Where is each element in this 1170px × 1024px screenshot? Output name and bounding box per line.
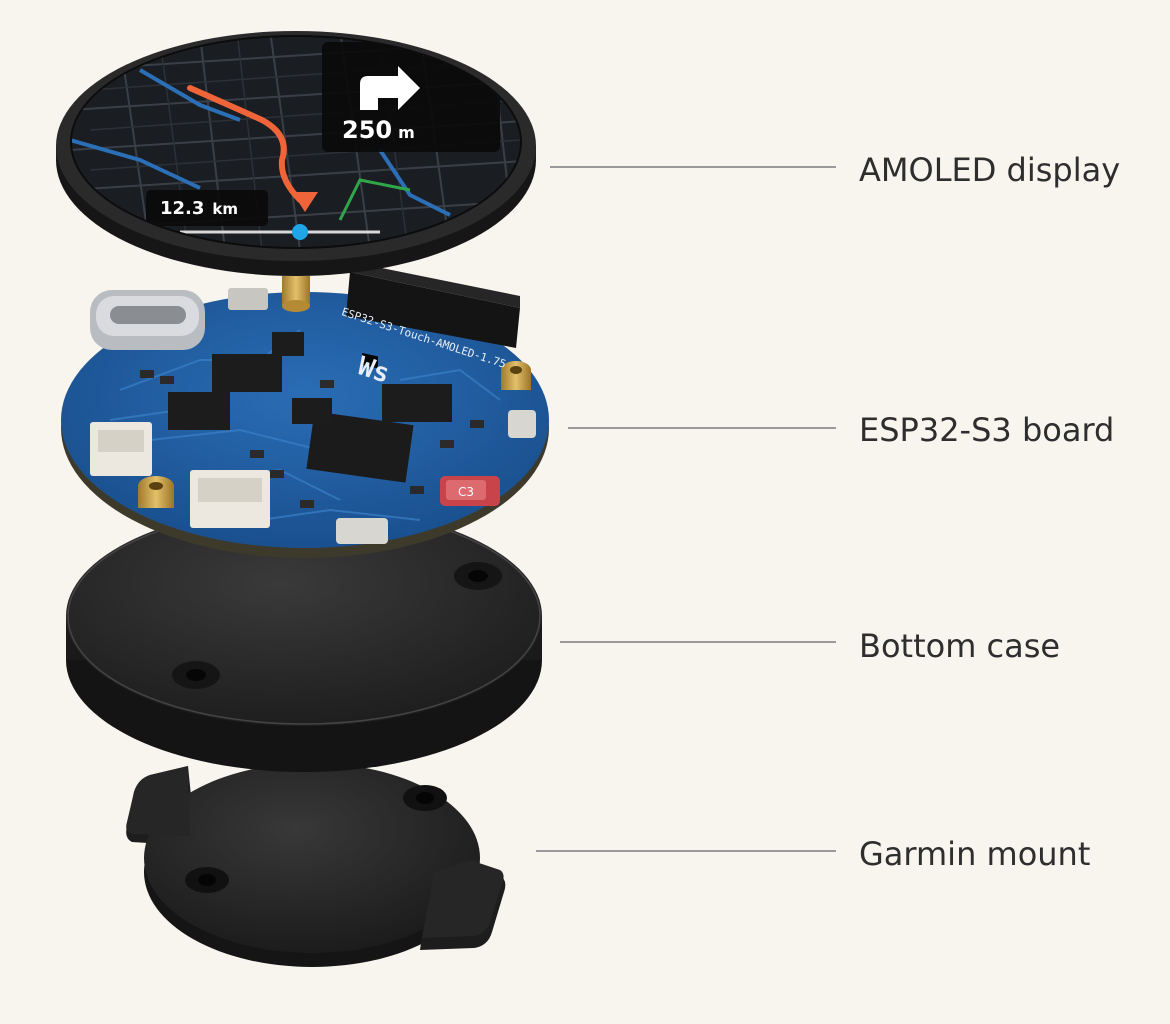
usb-c-connector xyxy=(90,290,205,350)
standoff xyxy=(138,476,174,508)
label-amoled-display: AMOLED display xyxy=(859,151,1120,189)
route-line xyxy=(187,85,303,203)
jst-connector xyxy=(190,470,270,528)
label-garmin-mount: Garmin mount xyxy=(859,835,1090,873)
battery-cell: C3 xyxy=(440,476,500,506)
power-button xyxy=(336,518,388,544)
chip xyxy=(168,392,230,430)
turn-right-arrow-icon xyxy=(360,66,420,110)
chip xyxy=(212,354,282,392)
route-arrow-icon xyxy=(292,192,318,212)
bottom-case xyxy=(66,506,542,772)
standoff xyxy=(282,276,310,312)
esp32-s3-board: C3 Ws ESP32-S3-Touch-AMOLED-1.75 xyxy=(61,262,549,558)
garmin-mount xyxy=(126,763,506,967)
callouts: AMOLED display ESP32-S3 board Bottom cas… xyxy=(536,151,1120,873)
chip xyxy=(382,384,452,422)
trip-card xyxy=(146,190,268,226)
chip xyxy=(272,332,304,356)
jst-connector xyxy=(90,422,152,476)
boot-button xyxy=(508,410,536,438)
standoff xyxy=(501,361,531,390)
esp32-chip xyxy=(306,411,414,483)
progress-dot xyxy=(292,224,308,240)
label-bottom-case: Bottom case xyxy=(859,627,1060,665)
battery-label: C3 xyxy=(458,485,474,499)
pin-header xyxy=(346,262,520,369)
chip xyxy=(228,288,268,310)
label-esp32-board: ESP32-S3 board xyxy=(859,411,1114,449)
chip xyxy=(292,398,332,424)
